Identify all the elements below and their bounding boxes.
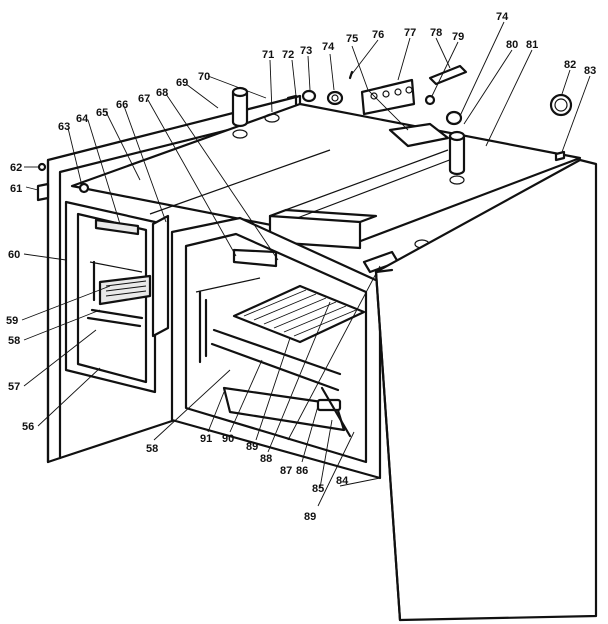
callout-86: 86 xyxy=(296,465,308,477)
callout-66: 66 xyxy=(116,99,128,111)
callout-labels: 62 61 60 59 58 57 56 63 64 65 66 67 68 6… xyxy=(6,11,596,523)
callout-87: 87 xyxy=(280,465,292,477)
callout-83: 83 xyxy=(584,65,596,77)
top-small-parts xyxy=(36,64,573,202)
callout-75: 75 xyxy=(346,33,358,45)
callout-78: 78 xyxy=(430,27,442,39)
callout-79: 79 xyxy=(452,31,464,43)
callout-89-bottom: 89 xyxy=(304,511,316,523)
callout-65: 65 xyxy=(96,107,108,119)
main-oven-cavity xyxy=(170,216,400,480)
callout-58-left: 58 xyxy=(8,335,20,347)
callout-88: 88 xyxy=(260,453,272,465)
callout-59: 59 xyxy=(6,315,18,327)
flue-tube-left xyxy=(231,86,249,128)
callout-58-bottom: 58 xyxy=(146,443,158,455)
callout-70: 70 xyxy=(198,71,210,83)
callout-62: 62 xyxy=(10,162,22,174)
callout-81: 81 xyxy=(526,39,538,51)
callout-71: 71 xyxy=(262,49,274,61)
callout-72: 72 xyxy=(282,49,294,61)
callout-leaders xyxy=(21,21,591,507)
left-side-panel xyxy=(46,94,302,464)
callout-77: 77 xyxy=(404,27,416,39)
callout-60: 60 xyxy=(8,249,20,261)
callout-76: 76 xyxy=(372,29,384,41)
callout-74-top-left: 74 xyxy=(322,41,335,53)
callout-82: 82 xyxy=(564,59,576,71)
right-side-panel xyxy=(374,158,598,622)
callout-74-top-right: 74 xyxy=(496,11,509,23)
callout-91: 91 xyxy=(200,433,212,445)
callout-69: 69 xyxy=(176,77,188,89)
callout-80: 80 xyxy=(506,39,518,51)
callout-68: 68 xyxy=(156,87,168,99)
small-oven-cavity xyxy=(64,200,170,394)
callout-73: 73 xyxy=(300,45,312,57)
callout-85: 85 xyxy=(312,483,324,495)
callout-90: 90 xyxy=(222,433,234,445)
callout-67: 67 xyxy=(138,93,150,105)
callout-64: 64 xyxy=(76,113,89,125)
callout-89-middle: 89 xyxy=(246,441,258,453)
flue-tube-right xyxy=(448,130,466,176)
callout-61: 61 xyxy=(10,183,22,195)
callout-84: 84 xyxy=(336,475,349,487)
callout-57: 57 xyxy=(8,381,20,393)
callout-63: 63 xyxy=(58,121,70,133)
callout-56: 56 xyxy=(22,421,34,433)
